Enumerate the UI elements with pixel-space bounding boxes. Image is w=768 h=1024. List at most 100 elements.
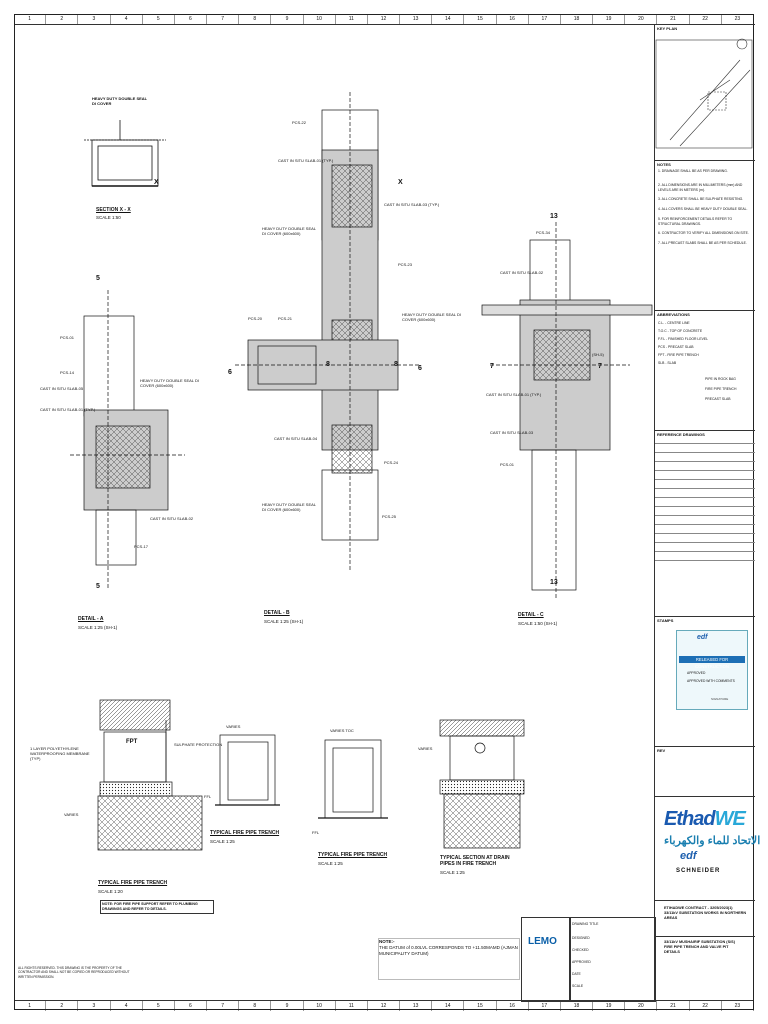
section-marker-5-bottom: 5 — [96, 583, 100, 590]
ruler-column-label: 16 — [497, 1001, 529, 1011]
abbr-2: F.F.L - FINISHED FLOOR LEVEL — [658, 337, 708, 341]
fire-trench-1-label-1: SULPHATE PROTECTION — [174, 742, 223, 747]
client-name-suffix: WE — [714, 808, 746, 830]
ruler-column-label: 21 — [657, 1001, 690, 1011]
drain-section-caption: TYPICAL SECTION AT DRAIN PIPES IN FIRE T… — [440, 855, 510, 867]
ruler-column-label: 17 — [529, 1001, 561, 1011]
drawing-info-table: DRAWING TITLE DESIGNED CHECKED APPROVED … — [569, 917, 656, 1002]
key-plan-label: KEY PLAN — [657, 26, 678, 31]
section-marker-7-right: 7 — [598, 363, 602, 370]
fire-trench-1-label-2: FPT — [126, 739, 138, 745]
ruler-column-label: 15 — [464, 1001, 497, 1011]
fire-trench-2-drawing — [215, 734, 280, 806]
detail-b-label-1: CAST IN SITU SLAB-01 (TYP.) — [278, 158, 334, 163]
ruler-column-label: 20 — [625, 1001, 658, 1011]
section-marker-8-right: 8 — [326, 361, 330, 368]
detail-a-label-1: PCS-14 — [60, 370, 75, 375]
fire-trench-2-caption: TYPICAL FIRE PIPE TRENCH — [210, 830, 280, 836]
client-arabic: الاتحاد للماء والكهرباء — [664, 835, 761, 847]
drain-section-scale: SCALE 1:25 — [440, 870, 465, 875]
title-block: KEY PLAN NOTES 1. DRAINAGE SHALL BE AS P… — [654, 24, 755, 1000]
detail-b-label-11: PCS-25 — [382, 514, 397, 519]
detail-b-label-9: PCS-24 — [384, 460, 399, 465]
detail-b-label-3: CAST IN SITU SLAB-03 (TYP.) — [384, 202, 440, 207]
section-marker-5-top: 5 — [96, 275, 100, 282]
legend-2: PRECAST SLAB — [705, 397, 731, 401]
stamp-brand-logo: edf — [697, 634, 708, 641]
ruler-column-label: 20 — [625, 14, 658, 24]
ruler-column-label: 1 — [14, 14, 47, 24]
client-logo-section — [655, 796, 755, 901]
note-0: 1. DRAINAGE SHALL BE AS PER DRAWING. — [658, 169, 728, 173]
ruler-column-label: 2 — [46, 1001, 79, 1011]
detail-a-label-4: HEAVY DUTY DOUBLE SEAL DI COVER (600x600… — [140, 378, 199, 388]
abbr-1: T.O.C - TOP OF CONCRETE — [658, 329, 703, 333]
ruler-column-label: 1 — [14, 1001, 47, 1011]
fire-trench-3-scale: SCALE 1:25 — [318, 861, 343, 866]
ruler-column-label: 7 — [207, 14, 240, 24]
fire-trench-1-label-0: 1 LAYER POLYETHYLENE WATERPROOFING MEMBR… — [30, 746, 90, 761]
fire-pipe-note: NOTE: FOR FIRE PIPE SUPPORT REFER TO PLU… — [100, 900, 214, 914]
info-row-0: DRAWING TITLE — [572, 922, 599, 926]
revision-label: REV — [657, 748, 666, 753]
info-row-3: APPROVED — [572, 960, 591, 964]
section-marker-13-bottom: 13 — [550, 579, 558, 586]
abbr-5: SLB - SLAB — [658, 361, 677, 365]
abbr-3: PCS - PRECAST SLAB — [658, 345, 694, 349]
stamps-label: STAMPS — [657, 618, 674, 623]
ruler-column-label: 10 — [304, 14, 336, 24]
revision-section: REV — [655, 746, 755, 797]
fire-trench-3-label-0: VARIES TOC — [330, 728, 354, 733]
drawing-title-line-3: DETAILS — [664, 950, 680, 954]
ruler-column-label: 14 — [432, 14, 465, 24]
section-xx-caption: SECTION X - X — [96, 207, 131, 213]
detail-b-label-6: PCS-21 — [278, 316, 293, 321]
ruler-column-label: 19 — [593, 14, 626, 24]
detail-a-label-0: PCS-01 — [60, 335, 75, 340]
ruler-column-label: 5 — [143, 14, 175, 24]
detail-c-label-3: CAST IN SITU SLAB-03 — [490, 430, 534, 435]
ruler-column-label: 6 — [175, 14, 208, 24]
abbr-0: C.L. - CENTRE LINE — [658, 321, 690, 325]
notes-label: NOTES — [657, 162, 671, 167]
section-marker-x-left: X — [154, 179, 159, 186]
detail-b-label-4: PCS-23 — [398, 262, 413, 267]
ruler-column-label: 16 — [497, 14, 529, 24]
reference-drawings-label: REFERENCE DRAWINGS — [657, 432, 705, 437]
ruler-column-label: 22 — [690, 14, 722, 24]
ruler-column-label: 21 — [657, 14, 690, 24]
ruler-column-label: 5 — [143, 1001, 175, 1011]
detail-c-label-1: CAST IN SITU SLAB-02 — [500, 270, 544, 275]
fire-trench-3-caption: TYPICAL FIRE PIPE TRENCH — [318, 852, 388, 858]
abbreviations-label: ABBREVIATIONS — [657, 312, 690, 317]
drawing-sheet-border — [14, 14, 754, 1010]
client-logo: EthadWE — [664, 808, 746, 831]
note-4: 5. FOR REINFORCEMENT DETAILS REFER TO ST… — [658, 217, 733, 226]
ruler-column-label: 11 — [336, 14, 368, 24]
note-3: 4. ALL COVERS SHALL BE HEAVY DUTY DOUBLE… — [658, 207, 748, 211]
ruler-column-label: 18 — [561, 14, 594, 24]
note-2: 3. ALL CONCRETE SHALL BE SULPHATE RESIST… — [658, 197, 744, 201]
detail-b-label-0: PCS-22 — [292, 120, 307, 125]
client-name: Ethad — [664, 808, 716, 830]
ruler-column-label: 22 — [690, 1001, 722, 1011]
ruler-column-label: 17 — [529, 14, 561, 24]
ruler-column-label: 12 — [368, 1001, 401, 1011]
stamp-released-banner: RELEASED FOR CONSTRUCTION — [679, 656, 745, 669]
ruler-column-label: 4 — [111, 1001, 143, 1011]
detail-a-label-2: CAST IN SITU SLAB-05 — [40, 386, 84, 391]
drain-section-label-0: VARIES — [418, 746, 433, 751]
fire-trench-2-scale: SCALE 1:25 — [210, 839, 235, 844]
detail-b-caption: DETAIL - B — [264, 610, 290, 616]
detail-a-caption: DETAIL - A — [78, 616, 104, 622]
detail-b-drawing — [235, 92, 420, 570]
section-marker-6-left: 6 — [228, 369, 232, 376]
consultant-name: LEMO — [528, 936, 557, 947]
note-6: 7. ALL PRECAST SLABS SHALL BE AS PER SCH… — [658, 241, 747, 245]
section-marker-8-left: 8 — [394, 361, 398, 368]
section-marker-6-right: 6 — [418, 365, 422, 372]
fire-trench-2-label-1: FFL — [204, 794, 212, 799]
detail-c-label-4: PCS-01 — [500, 462, 515, 467]
